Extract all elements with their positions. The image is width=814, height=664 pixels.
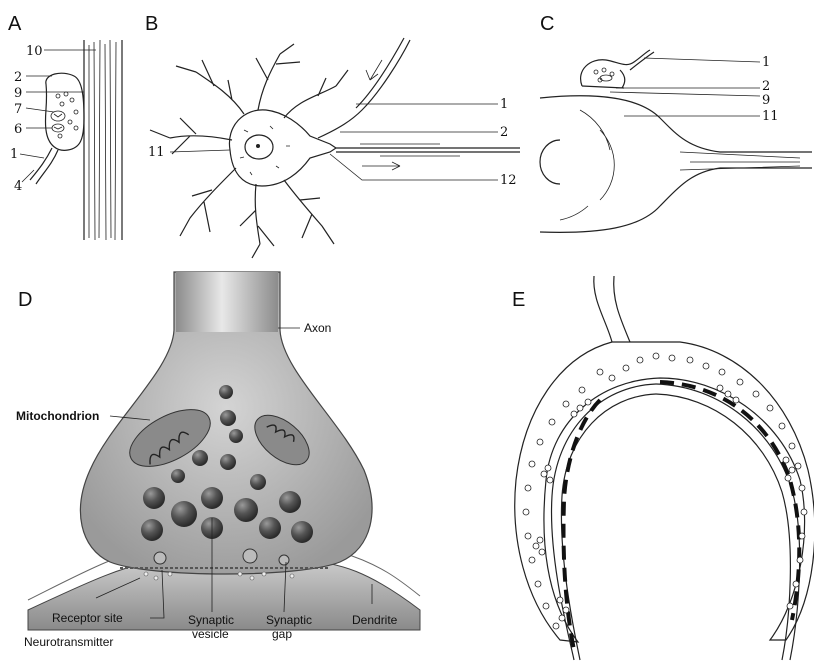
panel-b-label-12: 12 [500,173,517,188]
panel-d-synaptic-gap-label-2: gap [272,627,292,641]
panel-b-label-2: 2 [500,125,508,140]
panel-c-label-2: 2 [762,79,770,94]
panel-e-letter: E [512,289,525,311]
panel-d-letter: D [18,289,32,311]
panel-a-label-6: 6 [14,122,22,137]
panel-b: B [145,13,520,258]
panel-a-label-10: 10 [26,44,43,59]
panel-d-receptor-site-label: Receptor site [52,611,123,625]
panel-c: C 1 2 9 11 [540,13,812,232]
panel-c-leader-lines [610,58,760,116]
panel-a-letter: A [8,13,22,35]
panel-a-label-4: 4 [14,179,22,194]
panel-c-label-1: 1 [762,55,770,70]
panel-d-neurotransmitter-label: Neurotransmitter [24,635,113,649]
panel-d-synaptic-vesicle-label-2: vesicle [192,627,229,641]
panel-d-axon-label: Axon [304,321,331,335]
panel-e: E [512,276,814,660]
panel-c-bouton [581,50,654,88]
panel-d-dendrite-label: Dendrite [352,613,398,627]
panel-b-label-1: 1 [500,97,508,112]
panel-a-label-1: 1 [10,147,18,162]
panel-a-label-9: 9 [14,86,22,101]
panel-c-label-9: 9 [762,93,770,108]
panel-a-label-7: 7 [14,102,22,117]
panel-d-axon [176,272,278,332]
panel-d-synaptic-gap-label: Synaptic [266,613,312,627]
panel-a-label-2: 2 [14,70,22,85]
panel-a: A 10 [8,13,122,240]
panel-c-letter: C [540,13,554,35]
panel-d-synaptic-vesicle-label: Synaptic [188,613,234,627]
panel-a-bouton [30,73,84,184]
panel-b-letter: B [145,13,158,35]
panel-c-label-11: 11 [762,109,779,124]
panel-a-fiber [84,40,122,240]
panel-d: D [16,272,420,649]
panel-b-leader-lines [170,104,498,180]
panel-d-mitochondrion-label: Mitochondrion [16,409,99,423]
panel-b-label-11: 11 [148,145,165,160]
